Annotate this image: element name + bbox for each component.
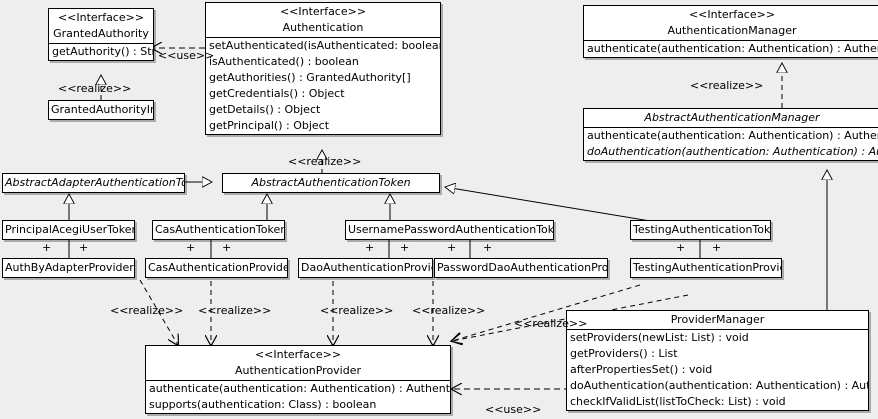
class-name: GrantedAuthorityImpl	[51, 103, 153, 116]
class-header: ProviderManager	[567, 311, 868, 329]
class-principal-acegi-user-token[interactable]: PrincipalAcegiUserToken	[2, 220, 135, 240]
class-cas-authentication-token[interactable]: CasAuthenticationToken	[152, 220, 285, 240]
multiplicity-marker: +	[365, 241, 375, 254]
edge-label-realize-provider-1: <<realize>>	[110, 304, 184, 317]
edge-label-use-provider-manager: <<use>>	[485, 403, 542, 416]
class-name: Authentication	[282, 21, 364, 34]
edge-label-use-granted-authority: <<use>>	[158, 49, 215, 62]
class-member: getAuthorities() : GrantedAuthority[]	[209, 71, 411, 84]
class-name: DaoAuthenticationProvider	[301, 261, 432, 274]
class-member: getProviders() : List	[570, 347, 678, 360]
class-member: supports(authentication: Class) : boolea…	[149, 398, 377, 411]
class-name: ProviderManager	[670, 313, 765, 326]
class-provider-manager[interactable]: ProviderManager setProviders(newList: Li…	[566, 310, 869, 411]
multiplicity-marker: +	[222, 241, 232, 254]
edge-label-realize-granted-authority: <<realize>>	[58, 82, 132, 95]
methods-compartment: authenticate(authentication: Authenticat…	[584, 127, 878, 160]
class-header: <<Interface>> Authentication	[206, 3, 440, 37]
stereotype-label: <<Interface>>	[254, 348, 342, 361]
class-header: <<Interface>> GrantedAuthority	[49, 9, 153, 43]
multiplicity-marker: +	[186, 241, 196, 254]
class-authentication-provider[interactable]: <<Interface>> AuthenticationProvider aut…	[145, 345, 451, 414]
class-member: afterPropertiesSet() : void	[570, 363, 713, 376]
class-name: PasswordDaoAuthenticationProvider	[437, 261, 608, 274]
class-member: isAuthenticated() : boolean	[209, 55, 359, 68]
class-member: authenticate(authentication: Authenticat…	[587, 129, 878, 142]
class-member: doAuthentication(authentication: Authent…	[570, 379, 869, 392]
edge-label-realize-provider-4: <<realize>>	[412, 304, 486, 317]
class-name: AuthenticationManager	[667, 24, 797, 37]
class-name: AbstractAuthenticationToken	[251, 176, 411, 189]
class-member: authenticate(authentication: Authenticat…	[149, 382, 451, 395]
multiplicity-marker: +	[447, 241, 457, 254]
class-member: setAuthenticated(isAuthenticated: boolea…	[209, 39, 440, 52]
class-name: GrantedAuthority	[53, 27, 149, 40]
class-abstract-adapter-authentication-token[interactable]: AbstractAdapterAuthenticationToken	[2, 173, 185, 193]
multiplicity-marker: +	[483, 241, 493, 254]
class-name: PrincipalAcegiUserToken	[5, 223, 135, 236]
class-member: getDetails() : Object	[209, 103, 321, 116]
class-dao-authentication-provider[interactable]: DaoAuthenticationProvider	[298, 258, 433, 278]
class-member: setProviders(newList: List) : void	[570, 331, 749, 344]
class-authentication-manager[interactable]: <<Interface>> AuthenticationManager auth…	[583, 5, 878, 58]
class-name: TestingAuthenticationToken	[633, 223, 771, 236]
class-member: getCredentials() : Object	[209, 87, 345, 100]
class-username-password-authentication-token[interactable]: UsernamePasswordAuthenticationToken	[345, 220, 554, 240]
class-member: authenticate(authentication: Authenticat…	[587, 42, 878, 55]
methods-compartment: setProviders(newList: List) : void getPr…	[567, 329, 868, 410]
edge-label-realize-authentication-manager: <<realize>>	[690, 79, 764, 92]
class-granted-authority-impl[interactable]: GrantedAuthorityImpl	[48, 100, 154, 120]
edge-label-realize-authentication: <<realize>>	[288, 155, 362, 168]
edge-generalize-testing-token	[445, 187, 651, 222]
stereotype-label: <<Interface>>	[57, 11, 145, 24]
class-abstract-authentication-token[interactable]: AbstractAuthenticationToken	[222, 173, 440, 193]
multiplicity-marker: +	[79, 241, 89, 254]
class-name: AbstractAuthenticationManager	[644, 111, 820, 124]
class-granted-authority[interactable]: <<Interface>> GrantedAuthority getAuthor…	[48, 8, 154, 61]
methods-compartment: getAuthority() : String	[49, 43, 153, 60]
class-member: getAuthority() : String	[52, 45, 153, 58]
class-password-dao-authentication-provider[interactable]: PasswordDaoAuthenticationProvider	[434, 258, 608, 278]
class-name: CasAuthenticationProvider	[148, 261, 288, 274]
stereotype-label: <<Interface>>	[688, 8, 776, 21]
class-name: AuthenticationProvider	[234, 364, 362, 377]
class-name: TestingAuthenticationProvider	[633, 261, 782, 274]
class-member: getPrincipal() : Object	[209, 119, 330, 132]
class-name: CasAuthenticationToken	[155, 223, 285, 236]
class-cas-authentication-provider[interactable]: CasAuthenticationProvider	[145, 258, 288, 278]
class-name: UsernamePasswordAuthenticationToken	[348, 223, 554, 236]
class-authentication[interactable]: <<Interface>> Authentication setAuthenti…	[205, 2, 441, 135]
class-member: checkIfValidList(listToCheck: List) : vo…	[570, 395, 786, 408]
class-name: AuthByAdapterProvider	[5, 261, 134, 274]
methods-compartment: authenticate(authentication: Authenticat…	[584, 40, 878, 57]
class-header: AbstractAuthenticationManager	[584, 109, 878, 127]
edge-label-realize-provider-2: <<realize>>	[198, 304, 272, 317]
class-member: doAuthentication(authentication: Authent…	[587, 145, 878, 158]
multiplicity-marker: +	[400, 241, 410, 254]
methods-compartment: setAuthenticated(isAuthenticated: boolea…	[206, 37, 440, 134]
class-header: <<Interface>> AuthenticationProvider	[146, 346, 450, 380]
class-testing-authentication-token[interactable]: TestingAuthenticationToken	[630, 220, 771, 240]
class-abstract-authentication-manager[interactable]: AbstractAuthenticationManager authentica…	[583, 108, 878, 161]
methods-compartment: authenticate(authentication: Authenticat…	[146, 380, 450, 413]
class-header: <<Interface>> AuthenticationManager	[584, 6, 878, 40]
class-testing-authentication-provider[interactable]: TestingAuthenticationProvider	[630, 258, 782, 278]
class-name: AbstractAdapterAuthenticationToken	[5, 176, 184, 189]
stereotype-label: <<Interface>>	[279, 5, 367, 18]
class-auth-by-adapter-provider[interactable]: AuthByAdapterProvider	[2, 258, 135, 278]
multiplicity-marker: +	[712, 241, 722, 254]
multiplicity-marker: +	[42, 241, 52, 254]
edge-label-realize-provider-5: <<realize>>	[514, 317, 588, 330]
multiplicity-marker: +	[676, 241, 686, 254]
edge-label-realize-provider-3: <<realize>>	[320, 304, 394, 317]
